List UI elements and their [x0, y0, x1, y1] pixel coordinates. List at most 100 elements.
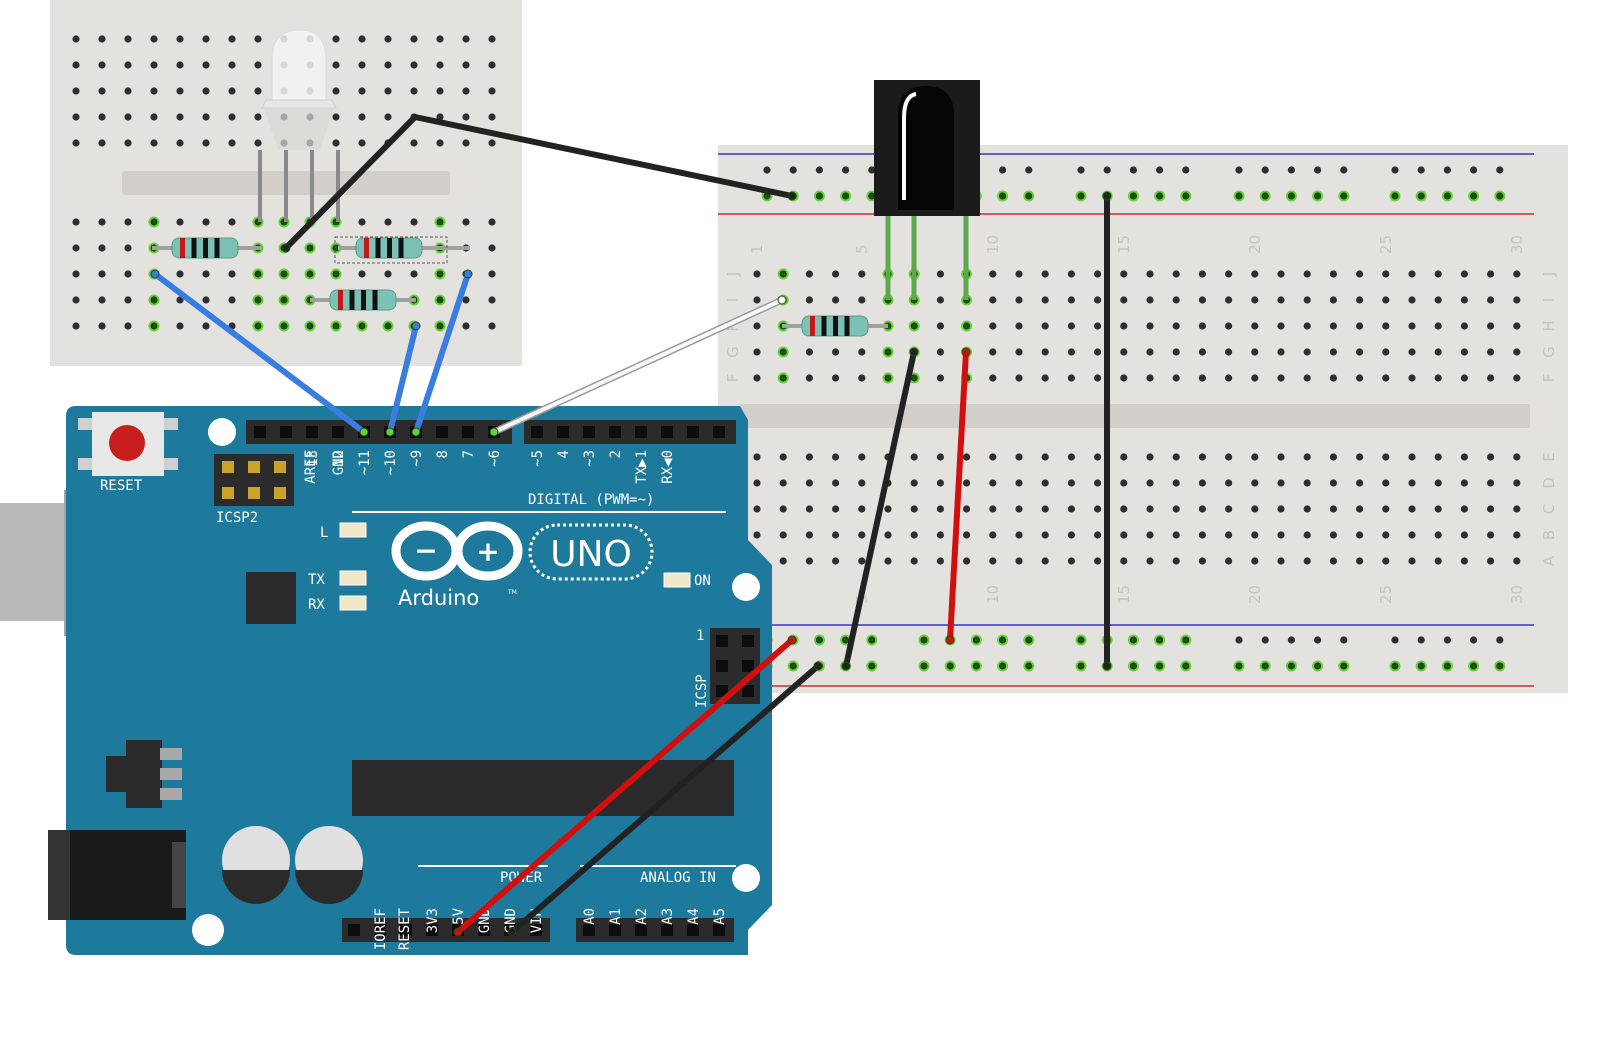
icsp2-header [214, 454, 294, 506]
breadboard-hole [1251, 270, 1259, 278]
breadboard-hole [488, 244, 496, 252]
breadboard-hole [1329, 479, 1337, 487]
usb-controller-chip [246, 572, 296, 624]
icsp2-pin [274, 461, 286, 473]
breadboard-hole [1434, 296, 1442, 304]
breadboard-hole [98, 296, 106, 304]
breadboard-hole [332, 113, 340, 121]
power-pin-label: 3V3 [425, 908, 441, 933]
breadboard-hole [1172, 453, 1180, 461]
breadboard-hole [1303, 557, 1311, 565]
breadboard-hole [1329, 322, 1337, 330]
breadboard-hole [150, 322, 158, 330]
breadboard-hole [1120, 479, 1128, 487]
breadboard-hole [1225, 505, 1233, 513]
reset-button[interactable] [78, 412, 178, 476]
wire-endpoint [463, 269, 473, 279]
wire-endpoint [150, 269, 160, 279]
breadboard-hole [1077, 192, 1085, 200]
breadboard-hole [910, 557, 918, 565]
wire-black-ir-gnd [843, 349, 917, 669]
breadboard-hole [98, 218, 106, 226]
breadboard-hole [1025, 662, 1033, 670]
breadboard-hole [72, 139, 80, 147]
breadboard-hole [1487, 479, 1495, 487]
wire-black-gnd [509, 663, 821, 935]
wire-endpoint [507, 927, 517, 937]
breadboard-hole [1434, 322, 1442, 330]
breadboard-hole [124, 244, 132, 252]
breadboard-hole [1329, 453, 1337, 461]
breadboard-hole [1146, 557, 1154, 565]
breadboard-hole [989, 270, 997, 278]
breadboard-hole [436, 61, 444, 69]
breadboard-hole [884, 374, 892, 382]
breadboard-hole [1182, 636, 1190, 644]
breadboard-hole [1067, 374, 1075, 382]
digital-pin [306, 426, 318, 438]
breadboard-hole [436, 87, 444, 95]
breadboard-hole [124, 296, 132, 304]
digital-pin-label: ~3 [582, 450, 598, 467]
arduino-brand-text: Arduino [398, 586, 479, 610]
breadboard-hole [1172, 270, 1180, 278]
breadboard-hole [868, 166, 876, 174]
breadboard-hole [488, 87, 496, 95]
breadboard-hole [384, 322, 392, 330]
digital-pin [332, 426, 344, 438]
breadboard-hole [884, 348, 892, 356]
breadboard-hole [1513, 348, 1521, 356]
breadboard-hole [228, 218, 236, 226]
breadboard-hole [1235, 166, 1243, 174]
power-jack [48, 830, 186, 920]
breadboard-hole [1225, 374, 1233, 382]
breadboard-hole [1277, 296, 1285, 304]
breadboard-hole [936, 531, 945, 539]
arduino-uno-board: RESET ICSP2 L TX RX ON − + UNO Arduino T… [0, 406, 772, 955]
breadboard-hole [1251, 557, 1259, 565]
breadboard-hole [1303, 479, 1311, 487]
breadboard-hole [999, 662, 1007, 670]
breadboard-hole [124, 322, 132, 330]
breadboard-hole [306, 322, 314, 330]
digital-pin [713, 426, 725, 438]
breadboard-hole [1434, 453, 1442, 461]
breadboard-hole [1443, 166, 1451, 174]
breadboard-hole [842, 192, 850, 200]
digital-caption: DIGITAL (PWM=~) [528, 492, 654, 508]
breadboard-hole [1496, 636, 1504, 644]
breadboard-hole [832, 531, 840, 539]
breadboard-hole [1443, 192, 1451, 200]
breadboard-hole [72, 296, 80, 304]
breadboard-hole [1513, 296, 1521, 304]
column-number-top: 1 [748, 244, 766, 254]
power-pin [478, 924, 490, 936]
breadboard-hole [488, 61, 496, 69]
breadboard-hole [999, 636, 1007, 644]
breadboard-hole [176, 270, 184, 278]
digital-pin-label: 4 [556, 450, 572, 458]
breadboard-hole [1513, 505, 1521, 513]
breadboard-hole [1408, 270, 1416, 278]
breadboard-hole [1182, 662, 1190, 670]
breadboard-hole [1225, 557, 1233, 565]
column-number-top: 20 [1246, 235, 1264, 254]
breadboard-hole [1261, 166, 1269, 174]
breadboard-hole [789, 166, 797, 174]
breadboard-hole [1391, 662, 1399, 670]
breadboard-hole [1513, 322, 1521, 330]
breadboard-hole [124, 218, 132, 226]
wire-endpoint [411, 427, 421, 437]
uno-badge [528, 523, 654, 581]
breadboard-hole [1198, 374, 1206, 382]
breadboard-hole [1146, 505, 1154, 513]
breadboard-hole [1487, 322, 1495, 330]
wire-endpoint [1102, 191, 1112, 201]
breadboard-hole [228, 139, 236, 147]
breadboard-hole [488, 322, 496, 330]
icsp2-pin [222, 461, 234, 473]
breadboard-hole [332, 270, 340, 278]
column-number-top: 10 [984, 235, 1002, 254]
breadboard-hole [358, 218, 366, 226]
breadboard-hole [98, 139, 106, 147]
